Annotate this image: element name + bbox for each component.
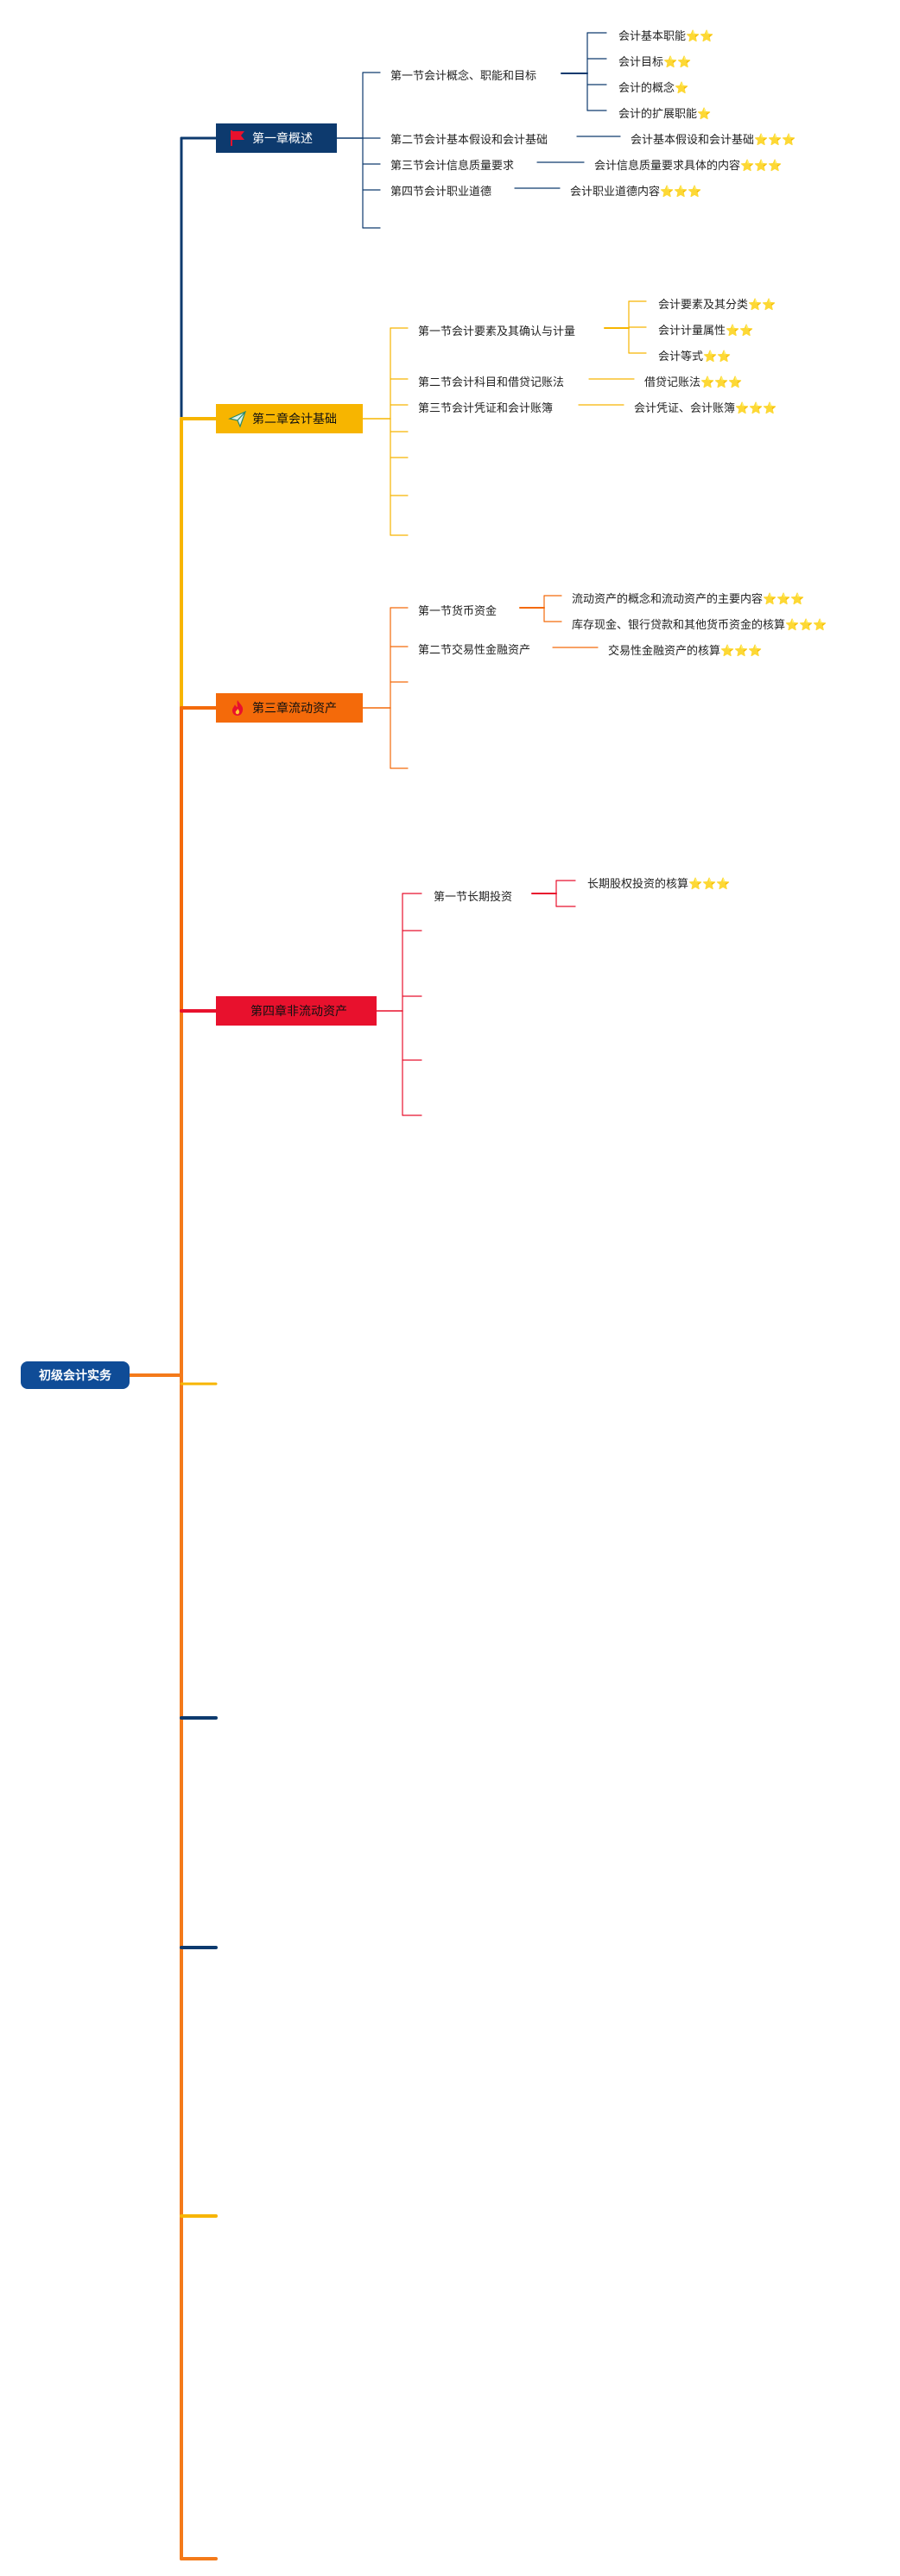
- ch1-item-1[interactable]: 会计基本职能⭐⭐: [618, 30, 714, 43]
- root-label: 初级会计实务: [39, 1369, 111, 1383]
- chapter-2-label: 第二章会计基础: [252, 413, 337, 426]
- ch2-item-5[interactable]: 会计凭证、会计账簿⭐⭐⭐: [634, 402, 777, 415]
- fire-icon: [232, 700, 244, 716]
- ch1-section-3[interactable]: 第三节会计信息质量要求: [390, 160, 515, 173]
- star-rating: ⭐⭐: [748, 299, 776, 312]
- ch3-item-1[interactable]: 流动资产的概念和流动资产的主要内容⭐⭐⭐: [572, 593, 805, 606]
- ch2-item-1[interactable]: 会计要素及其分类⭐⭐: [658, 299, 776, 312]
- ch2-item-3[interactable]: 会计等式⭐⭐: [658, 350, 732, 363]
- ch3-item-2[interactable]: 库存现金、银行贷款和其他货币资金的核算⭐⭐⭐: [572, 619, 827, 632]
- chapter-4-label: 第四章非流动资产: [250, 1005, 347, 1019]
- ch1-section-1[interactable]: 第一节会计概念、职能和目标: [390, 70, 537, 83]
- ch3-section-2[interactable]: 第二节交易性金融资产: [418, 644, 531, 657]
- star-rating: ⭐⭐⭐: [720, 645, 763, 658]
- ch1-item-7[interactable]: 会计职业道德内容⭐⭐⭐: [570, 186, 702, 199]
- ch2-section-2[interactable]: 第二节会计科目和借贷记账法: [418, 376, 565, 389]
- ch2-section-3[interactable]: 第三节会计凭证和会计账簿: [418, 402, 554, 415]
- ch1-section-4[interactable]: 第四节会计职业道德: [390, 186, 492, 199]
- chapter-4-node[interactable]: 第四章非流动资产: [216, 996, 377, 1026]
- chapter-3-node[interactable]: 第三章流动资产: [216, 693, 363, 723]
- ch1-item-4[interactable]: 会计的扩展职能⭐: [618, 108, 712, 121]
- ch3-section-1[interactable]: 第一节货币资金: [418, 605, 498, 618]
- root-node[interactable]: 初级会计实务: [21, 1361, 130, 1389]
- star-rating: ⭐⭐⭐: [688, 878, 731, 891]
- ch2-item-4[interactable]: 借贷记账法⭐⭐⭐: [644, 376, 743, 389]
- ch1-item-3[interactable]: 会计的概念⭐: [618, 82, 689, 95]
- ch1-item-6[interactable]: 会计信息质量要求具体的内容⭐⭐⭐: [594, 160, 783, 173]
- star-rating: ⭐⭐: [686, 30, 714, 43]
- chapter-2-node[interactable]: 第二章会计基础: [216, 404, 363, 433]
- ch3-item-3[interactable]: 交易性金融资产的核算⭐⭐⭐: [608, 645, 763, 658]
- chapter-3-label: 第三章流动资产: [252, 702, 337, 716]
- ch1-item-2[interactable]: 会计目标⭐⭐: [618, 56, 692, 69]
- ch4-section-1[interactable]: 第一节长期投资: [434, 891, 513, 904]
- star-rating: ⭐: [675, 82, 689, 95]
- star-rating: ⭐⭐⭐: [660, 186, 702, 199]
- ch4-item-1[interactable]: 长期股权投资的核算⭐⭐⭐: [587, 878, 731, 891]
- ch2-item-2[interactable]: 会计计量属性⭐⭐: [658, 325, 754, 338]
- star-rating: ⭐⭐⭐: [700, 376, 743, 389]
- chapter-1-label: 第一章概述: [252, 132, 313, 146]
- star-rating: ⭐: [697, 108, 712, 121]
- ch1-item-5[interactable]: 会计基本假设和会计基础⭐⭐⭐: [631, 134, 796, 147]
- star-rating: ⭐⭐⭐: [735, 402, 777, 415]
- star-rating: ⭐⭐: [663, 56, 692, 69]
- star-rating: ⭐⭐: [703, 350, 732, 363]
- ch2-section-1[interactable]: 第一节会计要素及其确认与计量: [418, 325, 576, 338]
- star-rating: ⭐⭐: [726, 325, 754, 338]
- star-rating: ⭐⭐⭐: [754, 134, 796, 147]
- star-rating: ⭐⭐⭐: [785, 619, 827, 632]
- star-rating: ⭐⭐⭐: [740, 160, 783, 173]
- flag-icon: [231, 130, 244, 146]
- star-rating: ⭐⭐⭐: [763, 593, 805, 606]
- chapter-1-node[interactable]: 第一章概述: [216, 123, 337, 153]
- ch1-section-2[interactable]: 第二节会计基本假设和会计基础: [390, 134, 548, 147]
- paper-plane-icon: [228, 410, 247, 428]
